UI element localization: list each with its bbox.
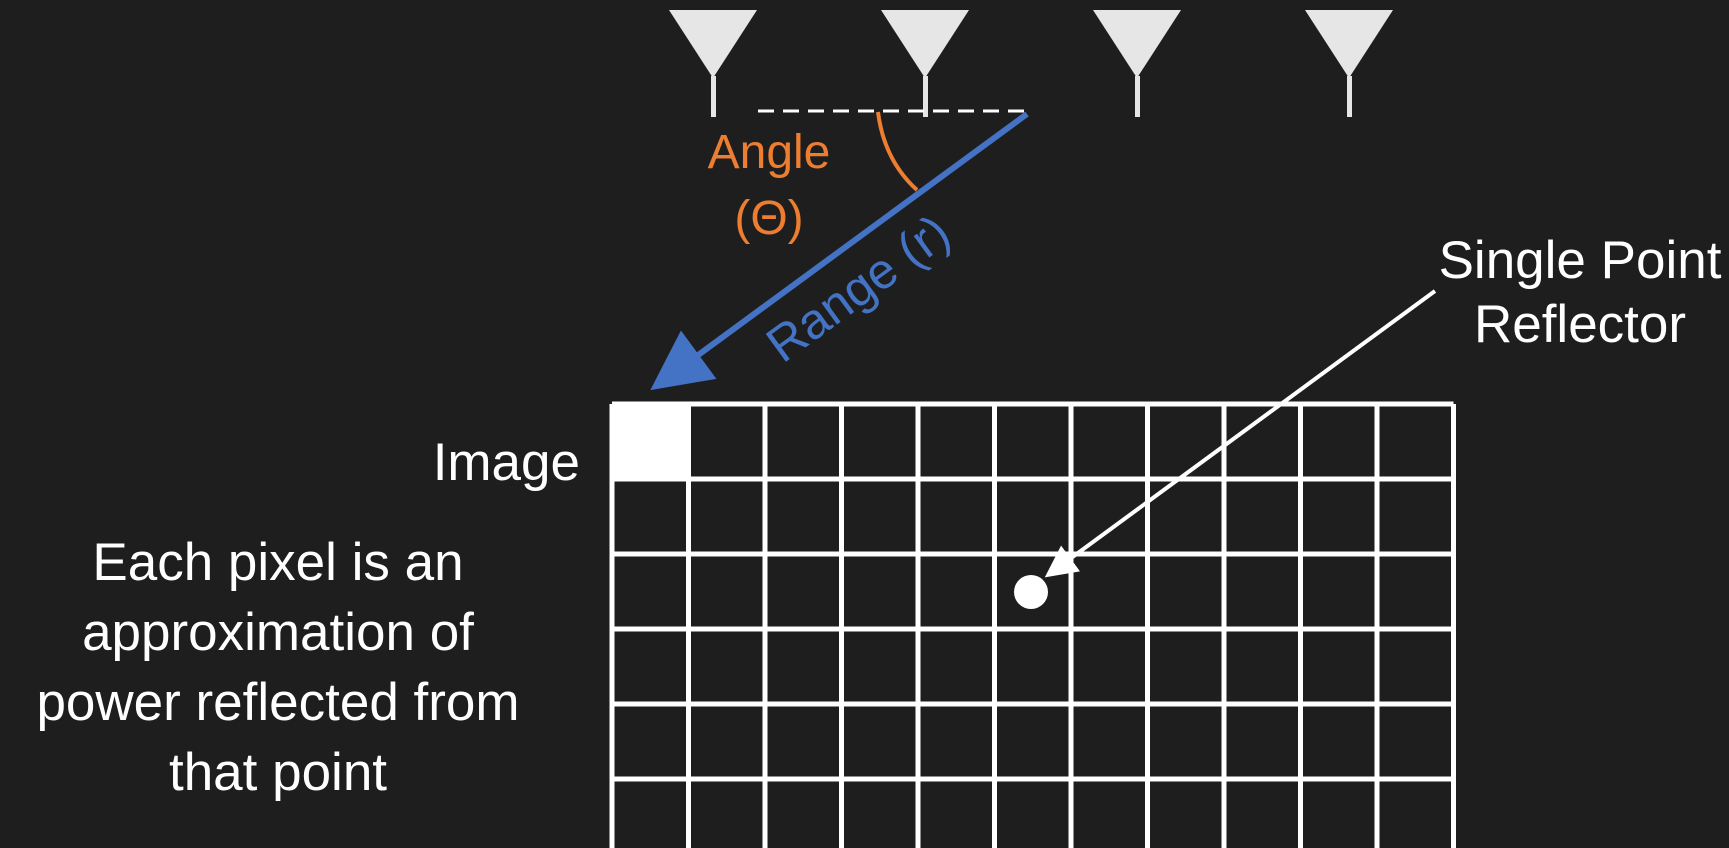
pixel-description: Each pixel is an approximation of power …: [36, 533, 519, 802]
antenna-array: [669, 10, 1393, 117]
reflector-pointer-arrow: [1044, 289, 1437, 578]
range-arrow: [650, 111, 1029, 391]
single-point-reflector: [1014, 575, 1048, 609]
angle-arc: [876, 111, 919, 192]
description-line1: Each pixel is an: [92, 533, 463, 592]
angle-label-line1: Angle: [708, 126, 831, 179]
antenna-icon: [881, 10, 969, 117]
image-grid: [609, 401, 1456, 848]
reflector-label-line2: Reflector: [1474, 295, 1686, 354]
antenna-icon: [669, 10, 757, 117]
antenna-icon: [1305, 10, 1393, 117]
highlighted-pixel: [612, 404, 689, 479]
description-line4: that point: [169, 743, 387, 802]
reflector-label-line1: Single Point: [1439, 231, 1722, 290]
image-label: Image: [433, 433, 580, 492]
antenna-icon: [1093, 10, 1181, 117]
angle-label-line2: (Θ): [734, 192, 803, 245]
description-line2: approximation of: [82, 603, 474, 662]
description-line3: power reflected from: [36, 673, 519, 732]
